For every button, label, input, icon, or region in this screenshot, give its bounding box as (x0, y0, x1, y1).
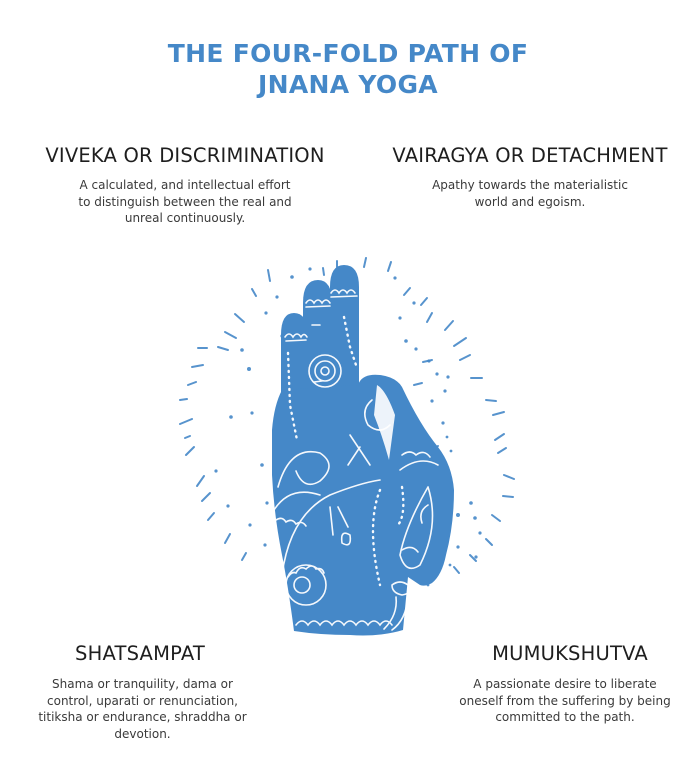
path-heading-shatsampat: SHATSAMPAT (75, 642, 205, 665)
desc-line: A passionate desire to liberate (473, 677, 657, 691)
radiating-rays (179, 257, 515, 574)
desc-line: unreal continuously. (124, 211, 246, 225)
desc-line: Shama or tranquility, dama or (52, 677, 233, 691)
path-description-vairagya: Apathy towards the materialistic world a… (400, 177, 660, 210)
desc-line: A calculated, and intellectual effort (79, 178, 291, 192)
hand-mudra-icon (179, 257, 515, 636)
title-line-2: JNANA YOGA (258, 70, 438, 99)
henna-patterns (273, 289, 439, 631)
path-description-viveka: A calculated, and intellectual effort to… (60, 177, 310, 227)
title-line-1: THE FOUR-FOLD PATH OF (167, 39, 529, 68)
desc-line: control, uparati or renunciation, (47, 693, 238, 708)
desc-line: oneself from the suffering by being (459, 693, 671, 708)
path-description-mumukshutva: A passionate desire to liberate oneself … (440, 676, 690, 726)
desc-line: devotion. (114, 726, 171, 741)
path-heading-vairagya: VAIRAGYA OR DETACHMENT (392, 144, 668, 167)
desc-line: titiksha or endurance, shraddha or (38, 710, 247, 724)
hand-shape (272, 265, 454, 636)
infographic-title: THE FOUR-FOLD PATH OF JNANA YOGA (0, 38, 696, 100)
desc-line: to distinguish between the real and (78, 194, 292, 209)
path-description-shatsampat: Shama or tranquility, dama or control, u… (30, 676, 255, 742)
desc-line: Apathy towards the materialistic (432, 178, 628, 192)
desc-line: committed to the path. (495, 710, 635, 724)
path-heading-viveka: VIVEKA OR DISCRIMINATION (45, 144, 325, 167)
desc-line: world and egoism. (474, 194, 586, 209)
path-heading-mumukshutva: MUMUKSHUTVA (492, 642, 648, 665)
